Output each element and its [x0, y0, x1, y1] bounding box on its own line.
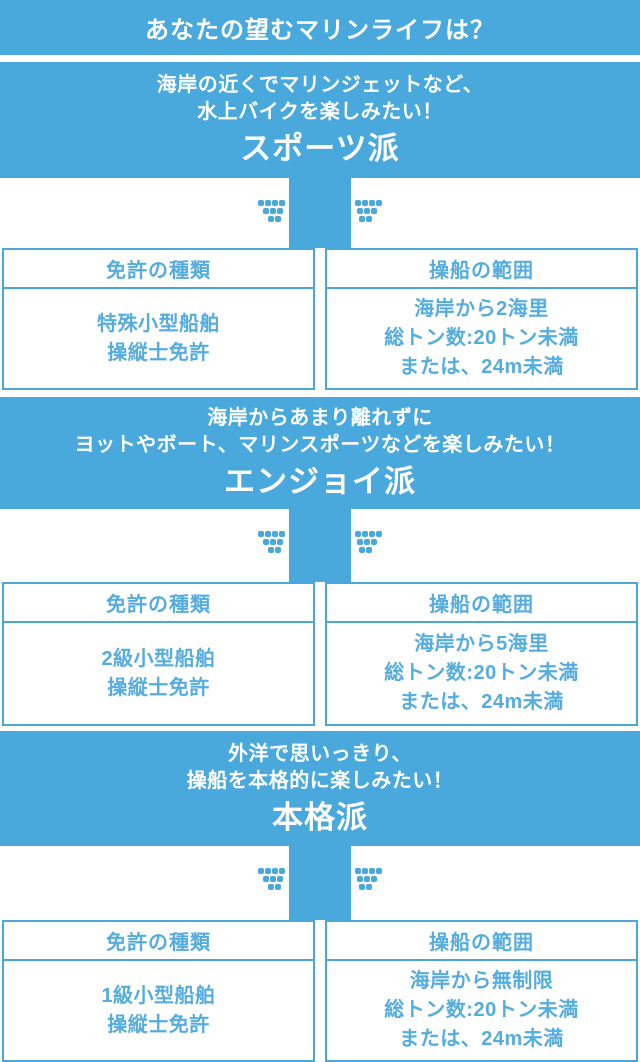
license-line: 1級小型船舶 [101, 984, 216, 1007]
license-type-box: 免許の種類 2級小型船舶 操縦士免許 [2, 582, 315, 726]
section-enjoy-title: エンジョイ派 [224, 464, 416, 499]
arrow-dots-left-icon [258, 868, 264, 874]
range-line: または、24m未満 [399, 356, 564, 378]
range-line: または、24m未満 [399, 1028, 564, 1050]
description-line: 海岸からあまり離れずに [207, 407, 433, 429]
license-type-box: 免許の種類 1級小型船舶 操縦士免許 [2, 920, 315, 1062]
operation-range-header: 操船の範囲 [327, 922, 636, 961]
section-sports-panel: 海岸の近くでマリンジェットなど、 水上バイクを楽しみたい！ スポーツ派 [0, 62, 640, 178]
description-line: ヨットやボート、マリンスポーツなどを楽しみたい！ [74, 434, 566, 456]
section-enjoy-panel: 海岸からあまり離れずに ヨットやボート、マリンスポーツなどを楽しみたい！ エンジ… [0, 397, 640, 509]
arrow-dots-right-icon [355, 531, 361, 537]
range-line: または、24m未満 [399, 691, 564, 713]
license-type-value: 2級小型船舶 操縦士免許 [4, 623, 313, 724]
spacer [0, 55, 640, 62]
arrow-dots-left-icon [258, 200, 264, 206]
license-type-header: 免許の種類 [4, 584, 313, 623]
license-line: 操縦士免許 [107, 676, 210, 699]
operation-range-header: 操船の範囲 [327, 250, 636, 289]
down-arrow-icon [289, 846, 351, 920]
range-line: 海岸から無制限 [409, 970, 554, 992]
operation-range-box: 操船の範囲 海岸から5海里 総トン数:20トン未満 または、24m未満 [325, 582, 638, 726]
range-line: 総トン数:20トン未満 [384, 327, 579, 349]
down-arrow-icon [289, 178, 351, 248]
description-line: 水上バイクを楽しみたい！ [197, 101, 443, 123]
range-line: 海岸から2海里 [414, 298, 549, 320]
page-title: あなたの望むマリンライフは？ [145, 17, 495, 44]
page-title-bar: あなたの望むマリンライフは？ [0, 0, 640, 55]
arrow-dots-right-icon [355, 200, 361, 206]
section-sports-description: 海岸の近くでマリンジェットなど、 水上バイクを楽しみたい！ [157, 72, 483, 126]
section-serious-description: 外洋で思いっきり、 操船を本格的に楽しみたい！ [187, 741, 454, 795]
license-type-value: 特殊小型船舶 操縦士免許 [4, 289, 313, 388]
operation-range-box: 操船の範囲 海岸から2海里 総トン数:20トン未満 または、24m未満 [325, 248, 638, 390]
license-line: 特殊小型船舶 [97, 312, 220, 335]
down-arrow-connector [0, 509, 640, 582]
section-enjoy-description: 海岸からあまり離れずに ヨットやボート、マリンスポーツなどを楽しみたい！ [75, 405, 566, 459]
down-arrow-icon [289, 509, 351, 582]
description-line: 操船を本格的に楽しみたい！ [186, 769, 454, 792]
license-type-header: 免許の種類 [4, 250, 313, 289]
license-line: 操縦士免許 [107, 1013, 210, 1036]
range-line: 海岸から5海里 [414, 633, 549, 655]
spacer [0, 390, 640, 397]
operation-range-value: 海岸から2海里 総トン数:20トン未満 または、24m未満 [327, 289, 636, 388]
range-line: 総トン数:20トン未満 [384, 999, 579, 1021]
range-line: 総トン数:20トン未満 [384, 662, 579, 684]
operation-range-value: 海岸から無制限 総トン数:20トン未満 または、24m未満 [327, 961, 636, 1060]
down-arrow-connector [0, 178, 640, 248]
down-arrow-connector [0, 846, 640, 920]
section-serious-tables: 免許の種類 1級小型船舶 操縦士免許 操船の範囲 海岸から無制限 総トン数:20… [0, 920, 640, 1062]
section-enjoy-tables: 免許の種類 2級小型船舶 操縦士免許 操船の範囲 海岸から5海里 総トン数:20… [0, 582, 640, 726]
operation-range-header: 操船の範囲 [327, 584, 636, 623]
license-type-header: 免許の種類 [4, 922, 313, 961]
operation-range-value: 海岸から5海里 総トン数:20トン未満 または、24m未満 [327, 623, 636, 724]
description-line: 外洋で思いっきり、 [228, 742, 412, 765]
license-line: 2級小型船舶 [101, 647, 216, 670]
arrow-dots-left-icon [258, 531, 264, 537]
section-serious-title: 本格派 [272, 799, 368, 835]
license-type-value: 1級小型船舶 操縦士免許 [4, 961, 313, 1060]
license-type-box: 免許の種類 特殊小型船舶 操縦士免許 [2, 248, 315, 390]
arrow-dots-right-icon [355, 868, 361, 874]
section-sports-tables: 免許の種類 特殊小型船舶 操縦士免許 操船の範囲 海岸から2海里 総トン数:20… [0, 248, 640, 390]
description-line: 海岸の近くでマリンジェットなど、 [156, 74, 484, 96]
operation-range-box: 操船の範囲 海岸から無制限 総トン数:20トン未満 または、24m未満 [325, 920, 638, 1062]
license-line: 操縦士免許 [107, 341, 210, 364]
section-serious-panel: 外洋で思いっきり、 操船を本格的に楽しみたい！ 本格派 [0, 731, 640, 846]
section-sports-title: スポーツ派 [240, 131, 400, 166]
